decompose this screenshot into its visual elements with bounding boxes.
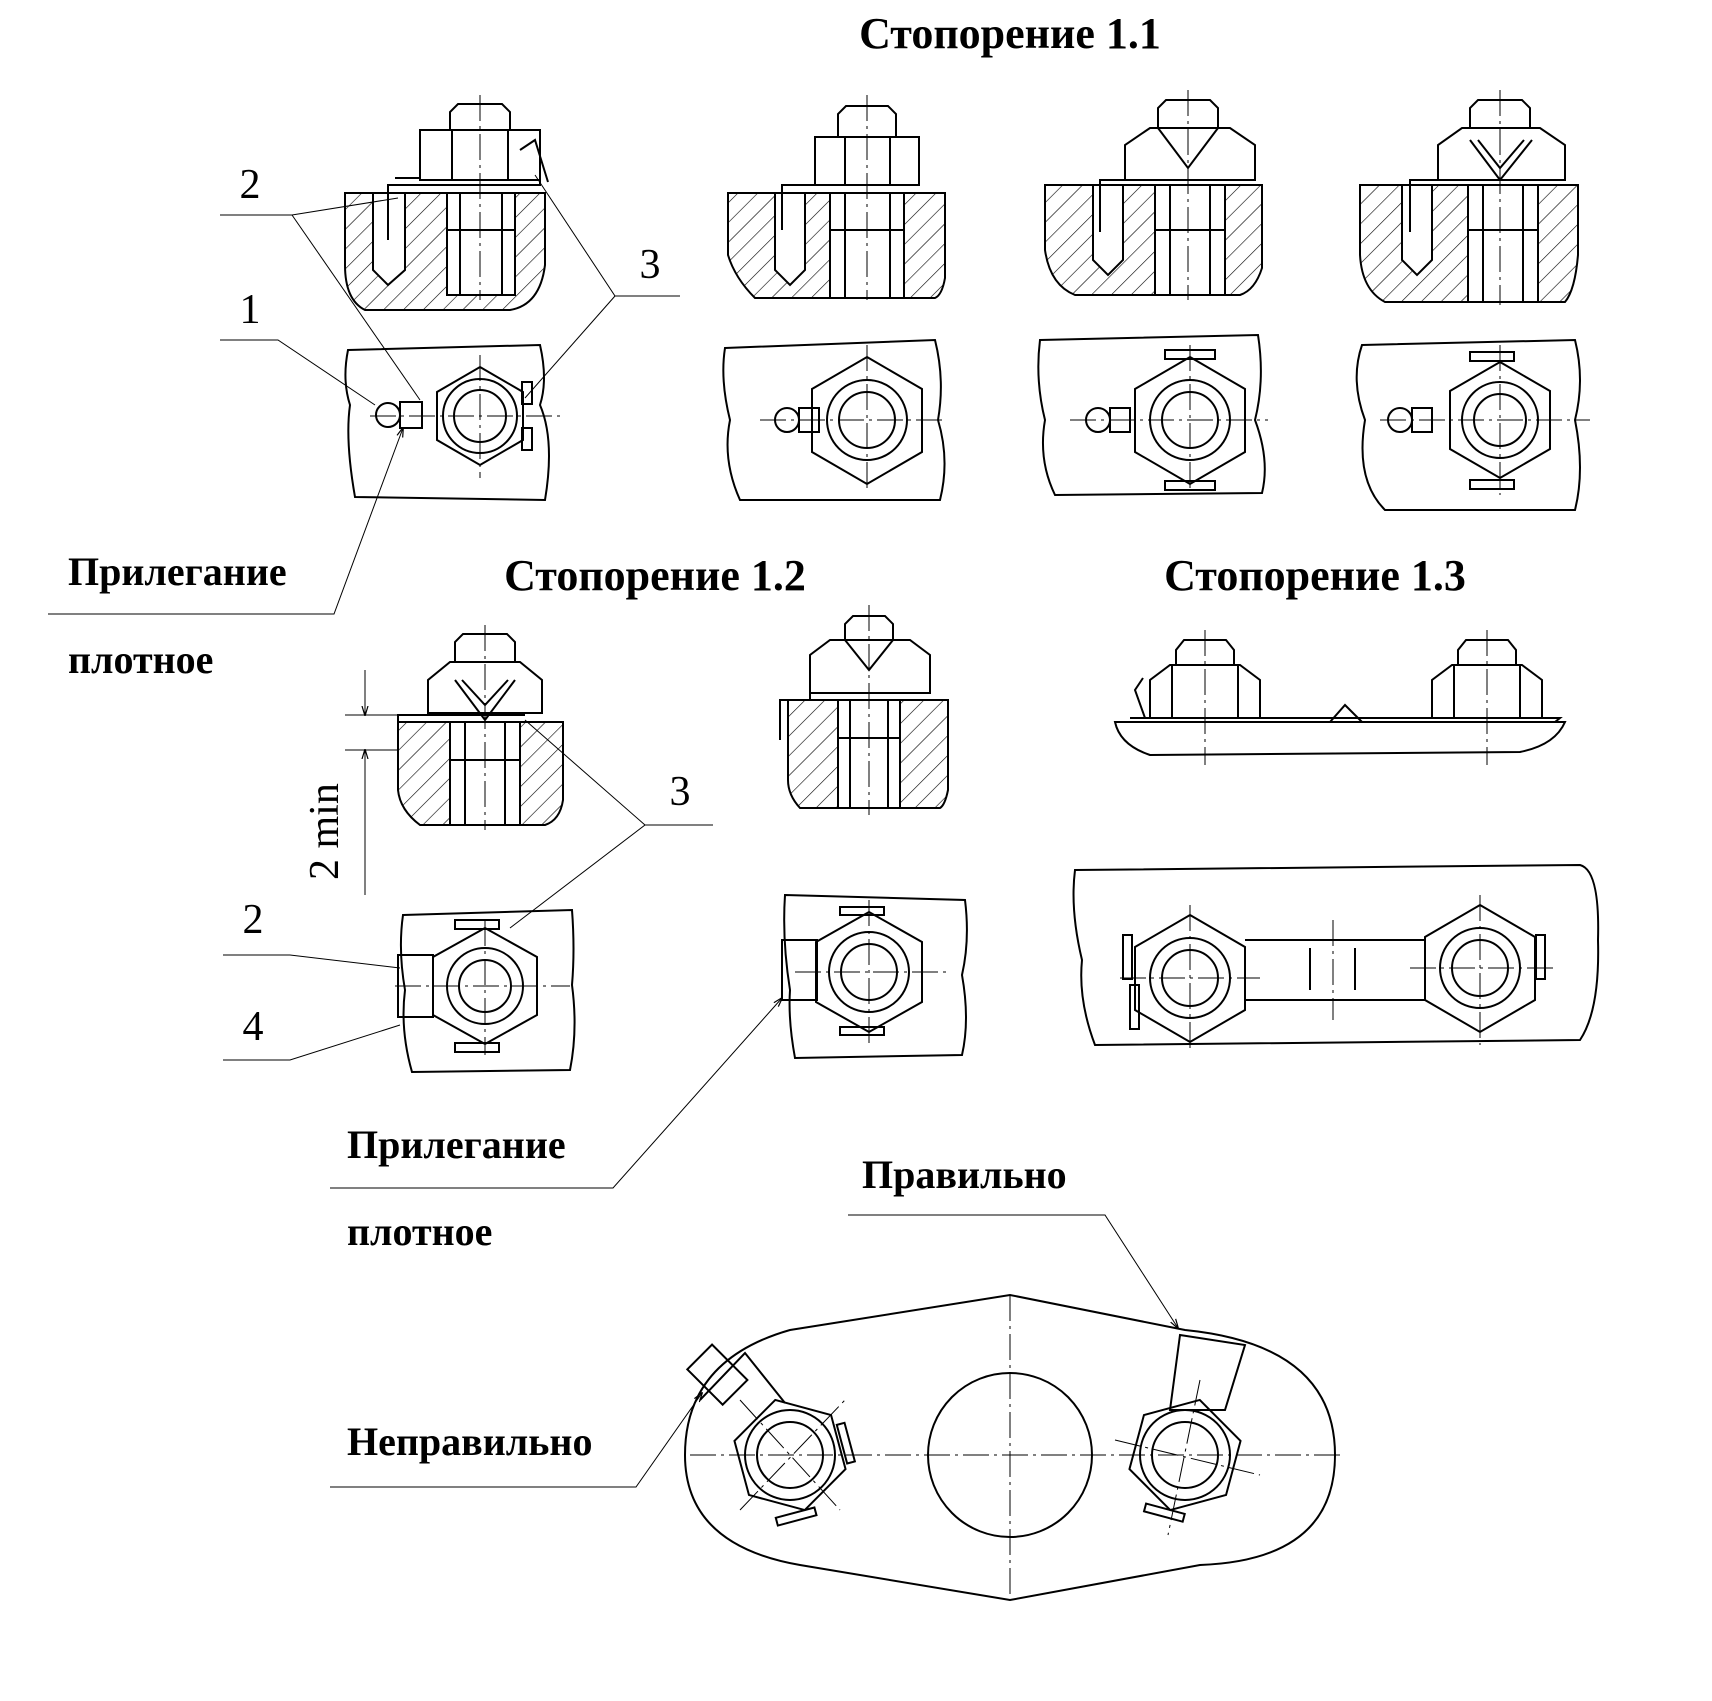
callout-3-mid: 3 bbox=[670, 769, 691, 815]
lock-1-1-section-2 bbox=[727, 95, 946, 300]
tight-fit-top-line2: плотное bbox=[68, 637, 213, 682]
lock-1-1-plan-1 bbox=[344, 343, 560, 502]
title-lock-1-1: Стопорение 1.1 bbox=[859, 9, 1161, 58]
lock-1-3-section bbox=[1113, 630, 1567, 765]
correct-incorrect-diagram bbox=[683, 1293, 1340, 1602]
callouts-lock-1-1: 2 1 3 Прилегание плотное bbox=[48, 162, 680, 682]
lock-1-1-section-4 bbox=[1359, 90, 1579, 305]
tight-fit-mid: Прилегание плотное bbox=[330, 998, 782, 1254]
callouts-lock-1-2: 3 2 4 bbox=[223, 719, 713, 1061]
lock-1-2-section-2 bbox=[779, 605, 949, 815]
label-incorrect: Неправильно bbox=[347, 1419, 592, 1464]
lock-1-1-plan-2 bbox=[722, 338, 946, 501]
lock-1-1-section-1 bbox=[344, 95, 549, 311]
dimension-2-min: 2 min bbox=[302, 670, 398, 895]
callout-2-top: 2 bbox=[240, 162, 261, 208]
lock-1-2-section-1 bbox=[397, 625, 564, 830]
tight-fit-mid-line2: плотное bbox=[347, 1209, 492, 1254]
lock-1-1-section-3 bbox=[1044, 90, 1263, 300]
callout-1: 1 bbox=[240, 287, 261, 333]
lock-1-1-plan-3 bbox=[1037, 333, 1268, 497]
lock-1-2-plan-2 bbox=[781, 893, 968, 1060]
lock-1-3-plan bbox=[1072, 863, 1600, 1050]
dimension-label: 2 min bbox=[302, 783, 348, 880]
callout-2-mid: 2 bbox=[243, 897, 264, 943]
title-lock-1-3: Стопорение 1.3 bbox=[1164, 551, 1466, 600]
lock-1-1-plan-4 bbox=[1355, 338, 1590, 511]
callout-3-top: 3 bbox=[640, 242, 661, 288]
correct-incorrect-labels: Правильно Неправильно bbox=[330, 1152, 1178, 1488]
tight-fit-top-line1: Прилегание bbox=[68, 549, 287, 594]
callout-4-mid: 4 bbox=[243, 1004, 264, 1050]
tight-fit-mid-line1: Прилегание bbox=[347, 1122, 566, 1167]
label-correct: Правильно bbox=[862, 1152, 1067, 1197]
lock-1-2-plan-1 bbox=[395, 908, 576, 1074]
title-lock-1-2: Стопорение 1.2 bbox=[504, 551, 806, 600]
